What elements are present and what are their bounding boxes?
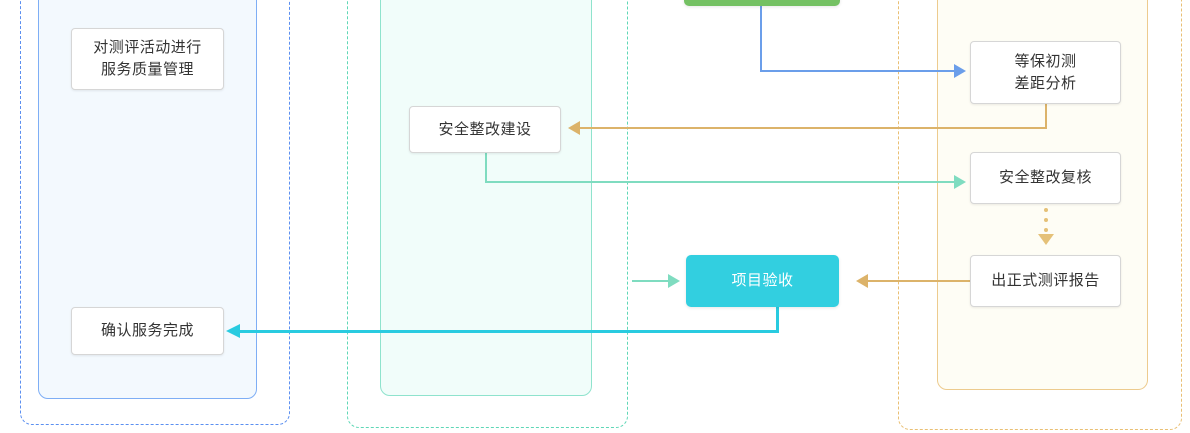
panel-rectify (380, 0, 592, 396)
conn-rectify-to-review-vertical (485, 153, 487, 183)
conn-gap-to-rectify-vertical (1045, 104, 1047, 129)
node-gap-analysis[interactable]: 等保初测 差距分析 (970, 41, 1121, 104)
lane-rectify-dashed (347, 0, 628, 428)
conn-rectify-to-review-horizontal (485, 181, 954, 183)
conn-accept-to-confirm-horizontal (240, 330, 779, 333)
node-formal-report[interactable]: 出正式测评报告 (970, 255, 1121, 307)
conn-lane-to-accept-horizontal (632, 280, 668, 282)
conn-green-to-gap-arrowhead (954, 64, 966, 78)
conn-review-to-report-dotted (1044, 208, 1048, 236)
conn-accept-to-confirm-arrowhead (226, 324, 240, 338)
conn-review-to-report-arrowhead (1038, 234, 1054, 245)
node-rectify-build[interactable]: 安全整改建设 (409, 106, 561, 153)
node-service-quality[interactable]: 对测评活动进行 服务质量管理 (71, 28, 224, 90)
node-confirm-done[interactable]: 确认服务完成 (71, 307, 224, 355)
conn-gap-to-rectify-horizontal (580, 127, 1047, 129)
conn-report-to-accept-arrowhead (856, 274, 868, 288)
conn-green-to-gap-horizontal (760, 70, 954, 72)
conn-lane-to-accept-arrowhead (668, 274, 680, 288)
lane-assessor-dashed (898, 0, 1182, 430)
node-green-top[interactable] (684, 0, 840, 6)
node-project-accept[interactable]: 项目验收 (686, 255, 839, 307)
conn-rectify-to-review-arrowhead (954, 175, 966, 189)
node-rectify-review[interactable]: 安全整改复核 (970, 152, 1121, 204)
conn-report-to-accept-horizontal (868, 280, 970, 282)
conn-green-to-gap-vertical (760, 6, 762, 72)
lane-service-dashed (20, 0, 290, 425)
conn-gap-to-rectify-arrowhead (568, 121, 580, 135)
conn-accept-to-confirm-vertical (776, 307, 779, 333)
